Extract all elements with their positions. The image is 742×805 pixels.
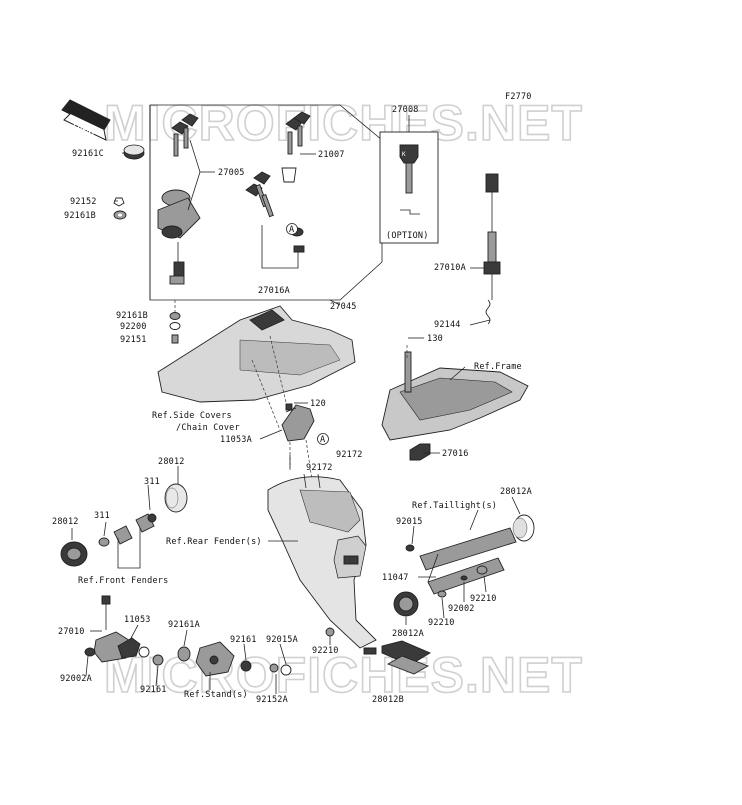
label-311-top: 311 <box>144 477 160 487</box>
marker-a-circle-1 <box>286 223 298 235</box>
bolt-92151-icon <box>171 334 179 344</box>
label-92152: 92152 <box>70 197 97 207</box>
label-27008: 27008 <box>392 105 419 115</box>
ref-frame: Ref.Frame <box>474 362 522 372</box>
marker-a-circle-2 <box>317 433 329 445</box>
label-28012-left: 28012 <box>52 517 79 527</box>
label-11047: 11047 <box>382 573 409 583</box>
key-blank-icon: K <box>399 144 420 215</box>
ignition-keys-icon <box>171 113 199 157</box>
label-92161-r: 92161 <box>230 635 257 645</box>
option-note: (OPTION) <box>386 231 429 241</box>
label-21007: 21007 <box>318 150 345 160</box>
marker-a-2: A <box>320 435 325 445</box>
reflector-28012a-bottom-icon <box>393 591 419 617</box>
svg-text:K: K <box>402 151 406 158</box>
label-92210-l: 92210 <box>428 618 455 628</box>
label-92161c: 92161C <box>72 149 104 159</box>
label-92015a: 92015A <box>266 635 298 645</box>
latch-bracket-icon <box>281 403 315 442</box>
bracket-27016a <box>261 225 299 269</box>
rear-fender-icon <box>267 473 377 649</box>
label-27010: 27010 <box>58 627 85 637</box>
reflector-mounts-icon <box>98 513 157 547</box>
label-92210-c: 92210 <box>312 646 339 656</box>
ref-taillight: Ref.Taillight(s) <box>412 501 497 511</box>
label-11053: 11053 <box>124 615 151 625</box>
watermark-bottom: MICROFICHES.NET <box>104 647 583 703</box>
washer-92152-icon <box>113 197 125 207</box>
figure-id: F2770 <box>505 92 532 102</box>
label-92152a: 92152A <box>256 695 288 705</box>
key-set-21007-icon <box>281 111 311 183</box>
label-130: 130 <box>427 334 443 344</box>
leader-lines <box>71 115 521 694</box>
label-92015: 92015 <box>396 517 423 527</box>
sidestand-switch-icon <box>84 595 292 677</box>
label-27016: 27016 <box>442 449 469 459</box>
label-92172-b: 92172 <box>306 463 333 473</box>
washer-92200-icon <box>169 322 181 330</box>
ref-chain-cover: /Chain Cover <box>176 423 240 433</box>
watermark-top: MICROFICHES.NET <box>104 95 583 151</box>
label-28012a-bottom: 28012A <box>392 629 424 639</box>
cap-92161c-icon <box>123 144 145 160</box>
label-92172-a: 92172 <box>336 450 363 460</box>
label-92002: 92002 <box>448 604 475 614</box>
washer-92161b-icon <box>113 210 127 220</box>
label-27010a: 27010A <box>434 263 466 273</box>
kit-frame-27045 <box>149 104 383 306</box>
label-92161-l: 92161 <box>140 685 167 695</box>
reflector-28012-left-icon <box>60 541 88 567</box>
label-120: 120 <box>310 399 326 409</box>
label-28012a-right: 28012A <box>500 487 532 497</box>
ref-rear-fender: Ref.Rear Fender(s) <box>166 537 262 547</box>
label-28012b: 28012B <box>372 695 404 705</box>
label-11053a: 11053A <box>220 435 252 445</box>
washer-92161b-mid-icon <box>169 312 181 320</box>
label-28012-top: 28012 <box>158 457 185 467</box>
label-92161a: 92161A <box>168 620 200 630</box>
front-arrow-icon: FRONT <box>61 99 111 141</box>
label-92200: 92200 <box>120 322 147 332</box>
label-92161b-top: 92161B <box>64 211 96 221</box>
lock-keys-27016a-icon <box>245 171 305 253</box>
label-92144: 92144 <box>434 320 461 330</box>
label-311-left: 311 <box>94 511 110 521</box>
label-92151: 92151 <box>120 335 147 345</box>
label-92210-r: 92210 <box>470 594 497 604</box>
nut-92210-c-icon <box>325 627 335 637</box>
label-27045: 27045 <box>330 302 357 312</box>
ref-side-covers: Ref.Side Covers <box>152 411 232 421</box>
seat-lock-cable-icon <box>483 173 501 325</box>
label-92002a: 92002A <box>60 674 92 684</box>
label-27016a: 27016A <box>258 286 290 296</box>
taillight-bracket-icon <box>405 527 517 598</box>
bracket-front-fenders <box>117 528 141 569</box>
reflector-28012a-right-icon <box>512 514 535 542</box>
label-27005: 27005 <box>218 168 245 178</box>
rear-frame-icon <box>381 351 529 461</box>
marker-a-1: A <box>289 225 294 235</box>
label-92161b-mid: 92161B <box>116 311 148 321</box>
ref-front-fenders: Ref.Front Fenders <box>78 576 168 586</box>
rear-cover-icon <box>157 305 356 403</box>
ref-stand: Ref.Stand(s) <box>184 690 248 700</box>
reflector-28012-top-icon <box>164 483 188 513</box>
ignition-switch-icon <box>157 189 201 285</box>
reflector-28012b-icon <box>363 640 431 675</box>
